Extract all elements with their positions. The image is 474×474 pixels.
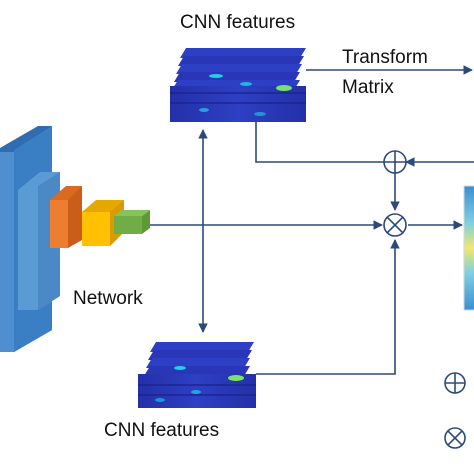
heatmap-output-icon	[463, 185, 474, 311]
legend-add-icon	[444, 372, 466, 394]
network-label: Network	[73, 288, 143, 309]
multiply-operator-icon	[383, 213, 407, 237]
transform-label: Transform	[342, 47, 428, 68]
legend-multiply-icon	[444, 427, 466, 449]
feature-map-stack-icon	[170, 48, 306, 122]
top-feature-label: CNN features	[180, 12, 296, 33]
matrix-label: Matrix	[342, 77, 394, 98]
network-block-icon	[0, 126, 150, 352]
add-operator-icon	[383, 150, 407, 174]
bottom-feature-label: CNN features	[104, 420, 220, 441]
connector-lines	[150, 65, 474, 375]
feature-map-stack-icon	[138, 342, 256, 408]
